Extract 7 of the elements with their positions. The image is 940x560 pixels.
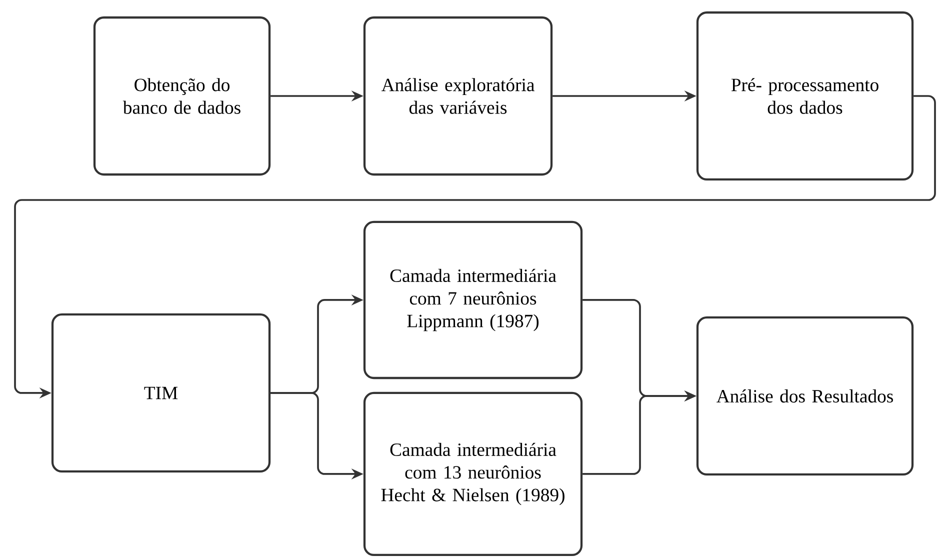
process-box: Análise dos Resultados: [696, 316, 914, 476]
process-box: TIM: [51, 313, 271, 473]
process-box: Camada intermediária com 7 neurônios Lippmann (1987): [363, 220, 583, 380]
process-box: Obtenção do banco de dados: [93, 16, 271, 176]
process-box: Análise exploratória das variáveis: [363, 16, 553, 176]
process-box: Pré- processamento dos dados: [696, 11, 914, 181]
process-box: Camada intermediária com 13 neurônios Hecht & Nielsen (1989): [363, 392, 583, 556]
